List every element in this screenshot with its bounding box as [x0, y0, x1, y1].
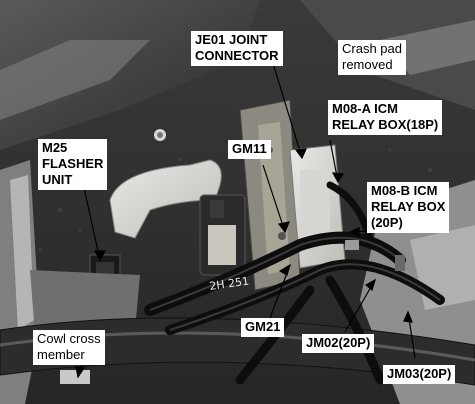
- label-je01: JE01 JOINT CONNECTOR: [191, 31, 283, 66]
- connector-lower: [60, 370, 90, 384]
- grey-bracket: [30, 270, 140, 335]
- label-jm03: JM03(20P): [383, 365, 456, 384]
- label-gm21: GM21: [241, 318, 285, 337]
- label-cowl: Cowl cross member: [33, 330, 105, 365]
- label-m08b: M08-B ICM RELAY BOX (20P): [367, 182, 450, 233]
- label-jm02: JM02(20P): [302, 334, 375, 353]
- connector: [345, 240, 359, 250]
- label-crash-pad: Crash pad removed: [338, 40, 406, 75]
- leader-lines: [75, 59, 416, 379]
- white-duct: [109, 159, 222, 239]
- label-m25: M25 FLASHER UNIT: [38, 139, 108, 190]
- handwriting: 2H 251: [209, 275, 250, 293]
- label-m08a: M08-A ICM RELAY BOX(18P): [328, 100, 443, 135]
- label-gm11: GM11: [228, 140, 271, 159]
